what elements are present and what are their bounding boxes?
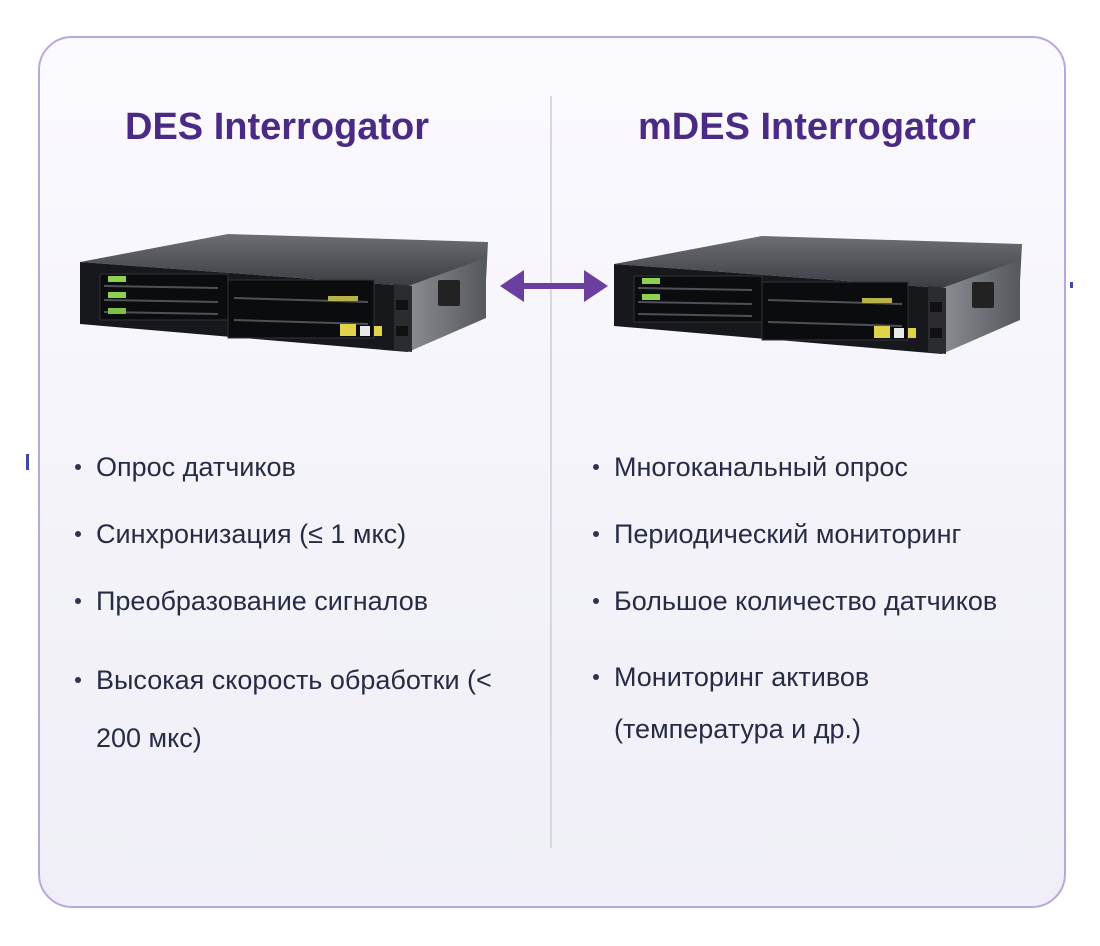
feature-text: Преобразование сигналов xyxy=(96,586,429,616)
list-item: Мониторинг активов (температура и др.) xyxy=(590,651,944,755)
feature-text: Мониторинг активов (температура и др.) xyxy=(614,662,870,744)
feature-text: Большое количество датчиков xyxy=(614,586,998,616)
des-feature-list: Опрос датчиков Синхронизация (≤ 1 мкс) П… xyxy=(72,450,542,800)
mdes-interrogator-title: mDES Interrogator xyxy=(638,106,976,148)
feature-text: Опрос датчиков xyxy=(96,452,296,482)
bullet-icon xyxy=(593,674,599,680)
edge-mark-right xyxy=(1070,282,1073,288)
mdes-feature-list: Многоканальный опрос Периодический монит… xyxy=(590,450,1060,788)
bullet-icon xyxy=(75,464,81,470)
feature-text: Многоканальный опрос xyxy=(614,452,908,482)
des-interrogator-title: DES Interrogator xyxy=(125,106,430,148)
edge-mark-left xyxy=(26,454,29,470)
list-item: Большое количество датчиков xyxy=(590,584,1060,618)
list-item: Опрос датчиков xyxy=(72,450,542,484)
bullet-icon xyxy=(75,531,81,537)
bullet-icon xyxy=(75,598,81,604)
bullet-icon xyxy=(593,598,599,604)
list-item: Многоканальный опрос xyxy=(590,450,1060,484)
comparison-card xyxy=(38,36,1066,908)
list-item: Преобразование сигналов xyxy=(72,584,542,618)
bullet-icon xyxy=(75,677,81,683)
feature-text: Синхронизация (≤ 1 мкс) xyxy=(96,519,407,549)
list-item: Высокая скорость обработки (< 200 мкс) xyxy=(72,651,536,767)
mdes-interrogator-device-icon xyxy=(612,230,1024,375)
feature-text: Периодический мониторинг xyxy=(614,519,962,549)
list-item: Синхронизация (≤ 1 мкс) xyxy=(72,517,542,551)
des-interrogator-device-icon xyxy=(78,228,490,373)
center-divider xyxy=(550,96,552,848)
bullet-icon xyxy=(593,531,599,537)
feature-text: Высокая скорость обработки (< 200 мкс) xyxy=(96,665,492,753)
list-item: Периодический мониторинг xyxy=(590,517,1060,551)
double-headed-arrow-icon xyxy=(498,264,610,313)
bullet-icon xyxy=(593,464,599,470)
